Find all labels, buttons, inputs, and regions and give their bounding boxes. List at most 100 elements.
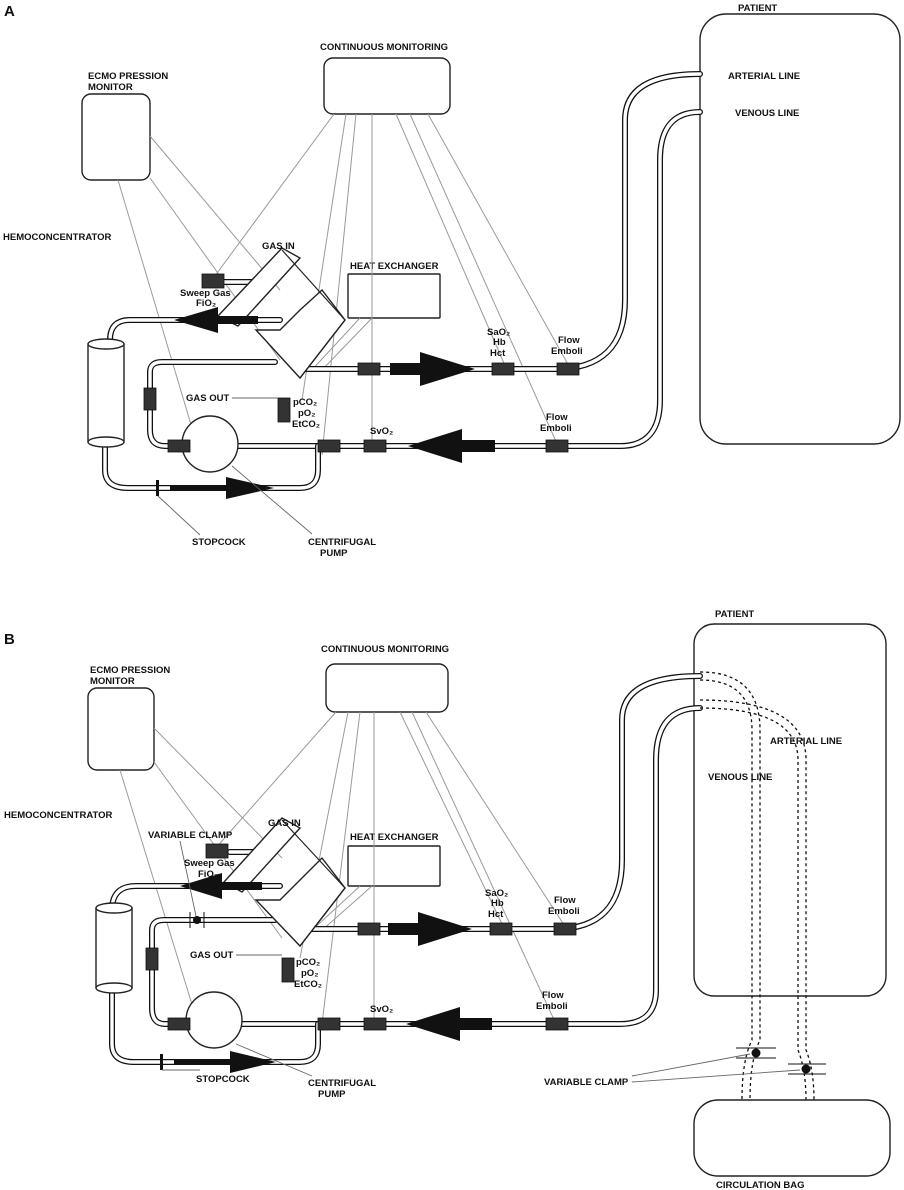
sweep-gas-label: Sweep Gas — [180, 288, 231, 299]
ecmo-monitor-box-b — [87, 687, 155, 771]
svo2-label-b: SvO₂ — [370, 1004, 393, 1015]
hemoconcentrator-b — [95, 907, 133, 989]
stopcock-label: STOPCOCK — [192, 537, 246, 548]
arrow-venous-b — [406, 1007, 492, 1041]
bag-clamp-right — [801, 1064, 811, 1074]
centrifugal-label-1: CENTRIFUGAL — [308, 537, 376, 548]
ecmo-monitor-label-1: ECMO PRESSION — [88, 71, 168, 82]
gas-in-label-b: GAS IN — [268, 818, 301, 829]
panel-b-letter: B — [4, 631, 15, 648]
heat-exchanger-box — [347, 273, 441, 319]
heat-exchanger-box-b — [347, 845, 441, 887]
svo2-sensor — [363, 439, 387, 453]
po2-label-b: pO₂ — [301, 968, 318, 979]
continuous-monitoring-label-b: CONTINUOUS MONITORING — [321, 644, 449, 655]
circulation-bag-label: CIRCULATION BAG — [716, 1180, 804, 1190]
hct-label: Hct — [490, 348, 506, 359]
arrow-stopcock — [170, 477, 274, 499]
circuit-tubing-b — [109, 673, 703, 1065]
centrifugal-label-b1: CENTRIFUGAL — [308, 1078, 376, 1089]
venous-line-label: VENOUS LINE — [735, 108, 799, 119]
flow-bottom-label-b: Flow — [542, 990, 564, 1001]
hct-label-b: Hct — [488, 909, 504, 920]
etco2-label-b: EtCO₂ — [294, 979, 322, 990]
arrow-hemo — [174, 307, 258, 333]
flow-bottom-sensor-b — [545, 1017, 569, 1031]
heat-exchanger-label: HEAT EXCHANGER — [350, 261, 439, 272]
ecmo-monitor-label-b1: ECMO PRESSION — [90, 665, 170, 676]
continuous-monitoring-label: CONTINUOUS MONITORING — [320, 42, 448, 53]
sensors-b — [145, 843, 577, 1070]
continuous-monitoring-box — [323, 57, 451, 115]
ecmo-monitor-label-b2: MONITOR — [90, 676, 135, 687]
hemoconcentrator-top — [87, 338, 125, 350]
patient-label: PATIENT — [738, 3, 777, 14]
sensor-a4 — [317, 439, 341, 453]
centrifugal-label-b2: PUMP — [318, 1089, 346, 1100]
stopcock-label-b: STOPCOCK — [196, 1074, 250, 1085]
patient-box — [699, 13, 901, 445]
sao2-label: SaO₂ — [487, 327, 510, 338]
emboli-top-label: Emboli — [551, 346, 583, 357]
flow-bottom-label: Flow — [546, 412, 568, 423]
sensors — [143, 273, 580, 496]
flow-top-label-b: Flow — [554, 895, 576, 906]
variable-clamp-bottom-label: VARIABLE CLAMP — [544, 1077, 629, 1088]
oxygenator-membrane — [216, 247, 302, 327]
bag-clamps — [736, 1047, 826, 1075]
panel-b: B PATIENT ARTERIAL LINE VENOUS LINE CONT… — [4, 609, 891, 1190]
emboli-top-label-b: Emboli — [548, 906, 580, 917]
sweep-gas-label-b: Sweep Gas — [184, 858, 235, 869]
patient-box-b — [693, 623, 887, 997]
emboli-bottom-label-b: Emboli — [536, 1001, 568, 1012]
flow-top-sensor-b — [553, 922, 577, 936]
sensor-a1 — [357, 362, 381, 376]
ecmo-monitor-label-2: MONITOR — [88, 82, 133, 93]
arrow-venous — [408, 429, 495, 463]
hb-label-b: Hb — [491, 898, 504, 909]
gas-out-sensor — [277, 397, 291, 423]
gas-out-label-b: GAS OUT — [190, 950, 233, 961]
fio2-label: FiO₂ — [196, 298, 216, 309]
ecmo-monitor-box — [81, 93, 151, 181]
arterial-line-label: ARTERIAL LINE — [728, 71, 800, 82]
arrow-stopcock-b — [174, 1051, 276, 1073]
centrifugal-pump-b — [185, 991, 243, 1049]
patient-label-b: PATIENT — [715, 609, 754, 620]
variable-clamp-b-mark — [193, 916, 201, 924]
flow-top-label: Flow — [558, 335, 580, 346]
fio2-label-b: FiO₂ — [198, 869, 218, 880]
sensor-b3 — [167, 1017, 191, 1031]
gas-out-label: GAS OUT — [186, 393, 229, 404]
gas-out-sensor-b — [281, 957, 295, 983]
hemoconcentrator-label: HEMOCONCENTRATOR — [3, 232, 112, 243]
hb-label: Hb — [493, 337, 506, 348]
monitoring-lines-b — [119, 711, 567, 1025]
pco2-label: pCO₂ — [293, 397, 317, 408]
sweep-gas-sensor — [201, 273, 225, 289]
venous-line-label-b: VENOUS LINE — [708, 772, 772, 783]
panel-a: A PATIENT ARTERIAL LINE VENOUS LINE CONT… — [3, 3, 901, 559]
emboli-bottom-label: Emboli — [540, 423, 572, 434]
bag-clamp-left — [751, 1048, 761, 1058]
arrow-arterial — [390, 352, 475, 386]
sensor-b2 — [145, 947, 159, 971]
po2-label: pO₂ — [298, 408, 315, 419]
centrifugal-label-2: PUMP — [320, 548, 348, 559]
panel-a-letter: A — [4, 3, 15, 20]
heat-exchanger-label-b: HEAT EXCHANGER — [350, 832, 439, 843]
variable-clamp-top-label: VARIABLE CLAMP — [148, 830, 233, 841]
sensor-a3 — [167, 439, 191, 453]
hemoconcentrator — [87, 343, 125, 443]
flow-arrows — [170, 307, 495, 499]
flow-bottom-sensor — [545, 439, 569, 453]
svo2-label: SvO₂ — [370, 426, 393, 437]
continuous-monitoring-box-b — [325, 663, 449, 713]
sao2-sensor — [491, 362, 515, 376]
arterial-line-label-b: ARTERIAL LINE — [770, 736, 842, 747]
stopcock-mark — [156, 480, 159, 496]
sensor-b4 — [317, 1017, 341, 1031]
sweep-gas-sensor-b — [205, 843, 229, 859]
hemoconcentrator-bottom — [87, 436, 125, 448]
arrow-hemo-b — [180, 873, 262, 899]
